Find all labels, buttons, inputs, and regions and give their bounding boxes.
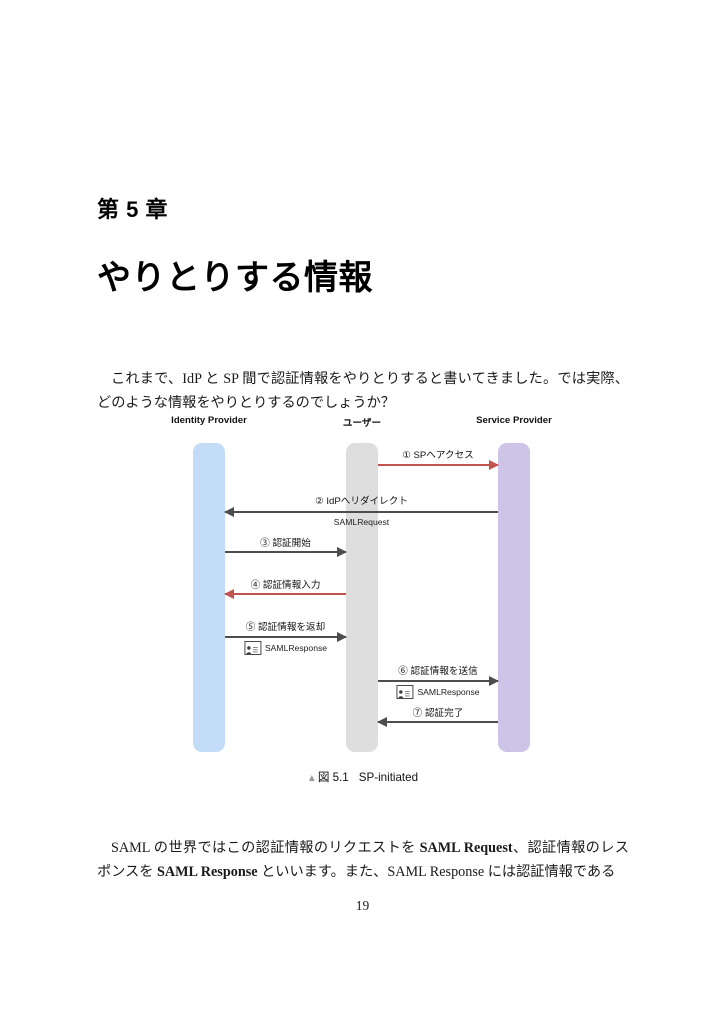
arrow-head-icon bbox=[224, 589, 234, 599]
arrow-step-2 bbox=[224, 507, 498, 517]
outro-tail: といいます。また、SAML Response には認証情報である bbox=[257, 864, 616, 881]
outro-lead: SAML の世界ではこの認証情報のリクエストを bbox=[111, 840, 420, 857]
term-saml-response: SAML Response bbox=[157, 864, 258, 881]
arrow-shaft bbox=[378, 680, 498, 682]
arrow-shaft bbox=[225, 636, 346, 638]
arrow-label-step-6: ⑥ 認証情報を送信 bbox=[398, 666, 478, 677]
outro-paragraph: SAML の世界ではこの認証情報のリクエストを SAML Request、認証情… bbox=[97, 836, 629, 884]
document-chip-step-5: SAMLResponse bbox=[243, 641, 328, 655]
lane-label-sp: Service Provider bbox=[476, 415, 552, 426]
arrow-head-icon bbox=[377, 717, 387, 727]
arrow-label-step-3: ③ 認証開始 bbox=[260, 538, 311, 549]
outro-mid: 、認証情報のレスポンスを bbox=[97, 840, 629, 881]
caption-title: SP-initiated bbox=[358, 771, 419, 784]
chapter-title: やりとりする情報 bbox=[97, 259, 373, 297]
arrow-shaft bbox=[378, 464, 498, 466]
arrow-step-7 bbox=[377, 717, 498, 727]
term-saml-request: SAML Request bbox=[419, 840, 513, 857]
arrow-shaft bbox=[225, 551, 346, 553]
arrow-step-1 bbox=[378, 460, 499, 470]
arrow-label-step-2: ② IdPへリダイレクト bbox=[315, 496, 408, 507]
figure-caption: ▲図 5.1 SP-initiated bbox=[0, 769, 725, 785]
arrow-shaft bbox=[378, 721, 498, 723]
arrow-head-icon bbox=[489, 460, 499, 470]
arrow-step-4 bbox=[224, 589, 346, 599]
chapter-number: 第 5 章 bbox=[97, 197, 168, 222]
arrow-step-6 bbox=[378, 676, 499, 686]
arrow-label-step-7: ⑦ 認証完了 bbox=[412, 708, 464, 719]
lifeline-user bbox=[346, 443, 378, 752]
saml-document-icon bbox=[396, 685, 414, 699]
arrow-head-icon bbox=[337, 547, 347, 557]
lifeline-sp bbox=[498, 443, 530, 752]
document-chip-label: SAMLResponse bbox=[417, 687, 480, 697]
lane-label-user: ユーザー bbox=[342, 418, 382, 429]
arrow-shaft bbox=[225, 593, 346, 595]
page-number: 19 bbox=[355, 898, 370, 913]
arrow-head-icon bbox=[337, 632, 347, 642]
document-chip-label: SAMLResponse bbox=[264, 643, 328, 653]
lifeline-idp bbox=[193, 443, 225, 752]
lane-label-idp: Identity Provider bbox=[171, 415, 247, 426]
caption-triangle-icon: ▲ bbox=[306, 773, 317, 784]
intro-paragraph: これまで、IdP と SP 間で認証情報をやりとりすると書いてきました。では実際… bbox=[97, 371, 629, 412]
arrow-head-icon bbox=[224, 507, 234, 517]
arrow-label-step-1: ① SPへアクセス bbox=[402, 450, 474, 461]
arrow-sublabel-step-2: SAMLRequest bbox=[333, 517, 390, 527]
arrow-label-step-4: ④ 認証情報入力 bbox=[250, 580, 321, 591]
saml-document-icon bbox=[243, 641, 261, 655]
caption-number: 図 5.1 bbox=[317, 771, 349, 784]
arrow-label-step-5: ⑤ 認証情報を返却 bbox=[245, 622, 326, 633]
document-chip-step-6: SAMLResponse bbox=[396, 685, 480, 699]
arrow-shaft bbox=[225, 511, 498, 513]
arrow-step-5 bbox=[225, 632, 347, 642]
arrow-step-3 bbox=[225, 547, 347, 557]
sequence-diagram: Identity Provider ユーザー Service Provider ① S… bbox=[150, 410, 580, 795]
arrow-head-icon bbox=[489, 676, 499, 686]
